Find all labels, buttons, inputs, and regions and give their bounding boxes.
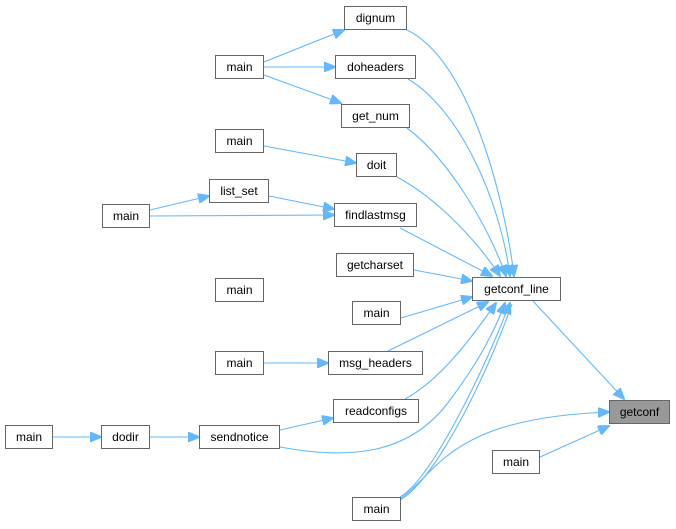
edge-main-findlastmsg <box>149 215 334 216</box>
node-main[interactable]: main <box>102 204 150 228</box>
node-doit[interactable]: doit <box>356 153 397 177</box>
node-doheaders[interactable]: doheaders <box>335 55 416 79</box>
node-sendnotice[interactable]: sendnotice <box>199 425 280 449</box>
node-dodir[interactable]: dodir <box>101 425 150 449</box>
node-main[interactable]: main <box>215 129 264 153</box>
node-main[interactable]: main <box>352 301 401 325</box>
node-main[interactable]: main <box>492 450 540 474</box>
edge-main-doit <box>263 145 356 163</box>
node-msg-headers[interactable]: msg_headers <box>328 351 423 375</box>
edge-doheaders-getconf_line <box>407 78 510 276</box>
edge-dignum-getconf_line <box>406 29 514 276</box>
edge-sendnotice-getconf_line <box>279 303 505 454</box>
edge-main-getconf_line <box>400 297 472 319</box>
node-getconf-line[interactable]: getconf_line <box>472 277 561 301</box>
node-main[interactable]: main <box>352 497 401 521</box>
edge-main-getconf_line-1 <box>399 303 510 498</box>
node-main[interactable]: main <box>5 425 53 449</box>
node-getconf-focus: getconf <box>609 400 670 424</box>
node-get-num[interactable]: get_num <box>341 104 410 128</box>
node-findlastmsg[interactable]: findlastmsg <box>334 203 417 227</box>
edge-main-dignum <box>263 30 344 63</box>
edge-getconf_line-getconf <box>532 300 624 399</box>
node-getcharset[interactable]: getcharset <box>336 253 414 277</box>
edge-findlastmsg-getconf_line <box>399 227 492 276</box>
node-main[interactable]: main <box>215 351 264 375</box>
edge-doit-getconf_line <box>396 176 500 276</box>
edge-list_set-findlastmsg <box>268 195 334 209</box>
edge-sendnotice-readconfigs <box>279 418 333 431</box>
edge-get_num-getconf_line <box>406 127 506 276</box>
edge-main-getconf <box>399 412 609 500</box>
edge-main-getconf-2 <box>539 426 609 458</box>
edge-readconfigs-getconf_line <box>404 303 496 400</box>
node-list-set[interactable]: list_set <box>209 179 269 203</box>
edge-getcharset-getconf_line <box>413 269 472 281</box>
node-readconfigs[interactable]: readconfigs <box>333 399 419 423</box>
node-main[interactable]: main <box>215 278 264 302</box>
edge-main-getconf_line-2 <box>399 303 513 501</box>
node-dignum[interactable]: dignum <box>344 6 407 30</box>
node-main[interactable]: main <box>215 55 264 79</box>
edge-main-list_set <box>149 196 209 211</box>
edge-main-get_num <box>263 74 341 103</box>
edge-msg_headers-getconf_line <box>387 302 488 352</box>
